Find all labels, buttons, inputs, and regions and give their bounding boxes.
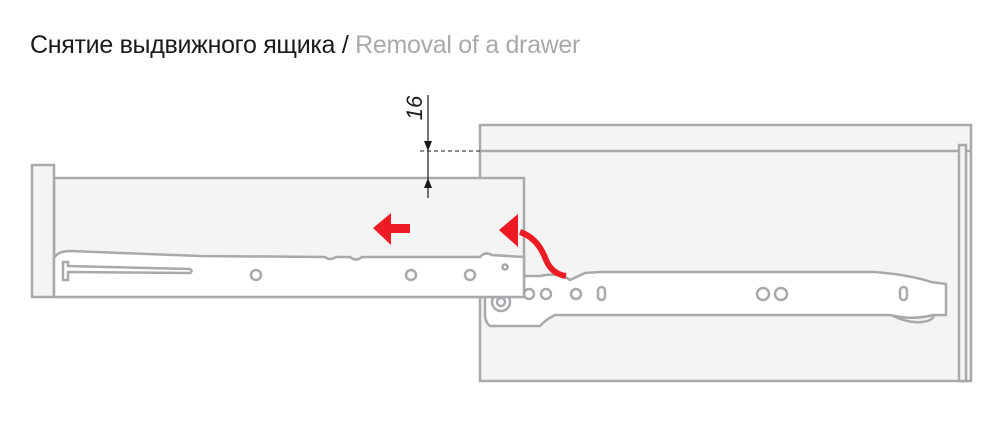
arrow-up-icon [424,178,432,188]
cabinet [478,123,973,383]
dimension-16: 16 [402,95,480,198]
drawer-rail-hole [463,268,477,282]
drawer-rail [52,249,526,299]
curved-arrow-shaft [518,229,567,279]
rail-hole [755,286,771,302]
title-russian: Снятие выдвижного ящика [30,31,336,59]
arrow-left-icon [373,213,410,245]
curved-arrow-head-icon [499,214,518,247]
cabinet-back-post [957,143,968,383]
rail-hole [569,287,583,301]
arrow-down-icon [424,141,432,151]
title-separator: / [335,31,356,59]
drawer-rail-hole-small [501,263,509,271]
dimension-label: 16 [402,95,427,120]
title-english: Removal of a drawer [355,31,581,59]
diagram-title: Снятие выдвижного ящика / Removal of a d… [30,31,580,60]
cabinet-side-panel [478,123,973,383]
drawer-rail-hole [404,268,418,282]
drawer-rail-hole [249,268,263,282]
drawer-rail-slot [61,260,193,282]
cabinet-rail-body [483,270,948,328]
rail-slot [596,285,607,302]
rail-end-tab [892,314,935,324]
rail-hole [539,287,553,301]
rail-slot [898,285,909,302]
drawer [30,163,526,299]
drawer-front [30,163,56,299]
rail-hole [773,286,789,302]
cabinet-rail [483,270,948,328]
movement-arrows [373,213,567,279]
